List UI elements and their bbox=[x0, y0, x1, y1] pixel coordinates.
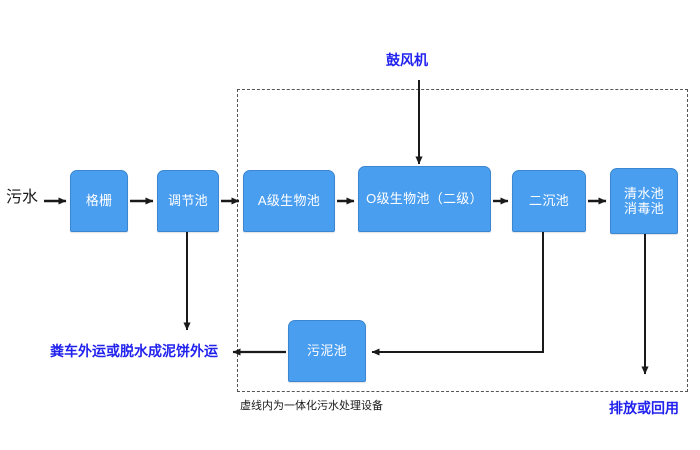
label-influent-wastewater: 污水 bbox=[6, 189, 39, 206]
node-bar-screen[interactable]: 格栅 bbox=[70, 170, 128, 232]
node-clear-water-disinfection-tank[interactable]: 清水池 消毒池 bbox=[610, 168, 678, 234]
label-blower: 鼓风机 bbox=[386, 52, 428, 68]
label-sludge-disposal: 粪车外运或脱水成泥饼外运 bbox=[50, 343, 218, 359]
enclosure-caption: 虚线内为一体化污水处理设备 bbox=[240, 400, 383, 412]
node-a-stage-biological-tank[interactable]: A级生物池 bbox=[243, 170, 335, 232]
integrated-equipment-enclosure bbox=[237, 89, 688, 392]
node-sludge-tank[interactable]: 污泥池 bbox=[288, 320, 366, 382]
node-regulating-tank[interactable]: 调节池 bbox=[157, 170, 219, 232]
label-discharge-or-reuse: 排放或回用 bbox=[609, 400, 679, 416]
node-o-stage-biological-tank[interactable]: O级生物池（二级） bbox=[358, 166, 491, 232]
node-secondary-clarifier[interactable]: 二沉池 bbox=[512, 170, 586, 232]
